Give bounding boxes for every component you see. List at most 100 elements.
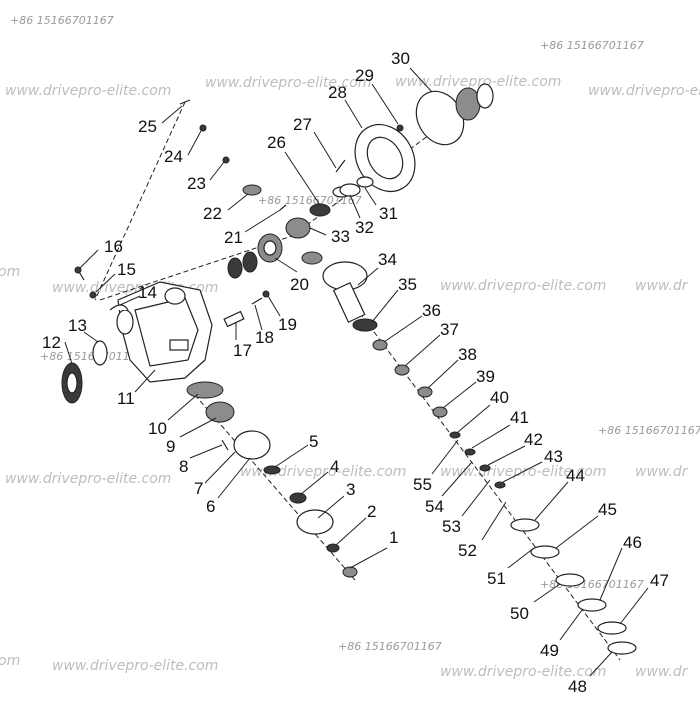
callout-42: 42 [524, 430, 543, 449]
leader-3 [317, 495, 345, 519]
leader-19 [267, 295, 281, 317]
leader-25 [161, 105, 183, 124]
callout-13: 13 [68, 316, 87, 335]
axis-pinion-stack [349, 299, 621, 661]
leader-46 [599, 547, 623, 601]
callout-52: 52 [458, 541, 477, 560]
bolt-25 [179, 99, 191, 105]
leader-44 [534, 481, 569, 521]
leader-15 [95, 273, 116, 293]
washer-5 [263, 465, 281, 475]
callout-46: 46 [623, 533, 642, 552]
ring-46 [577, 598, 607, 612]
leader-6 [217, 457, 251, 499]
leader-23 [209, 161, 225, 181]
bolt-27 [335, 159, 346, 173]
callout-5: 5 [309, 432, 318, 451]
shim-32 [339, 183, 361, 197]
watermark-url: www.drivepro-elite.com [5, 471, 171, 487]
leader-35 [371, 289, 399, 323]
leader-45 [555, 515, 599, 549]
callout-6: 6 [206, 497, 215, 516]
callout-11: 11 [117, 389, 135, 408]
callout-14: 14 [138, 283, 157, 302]
leader-36 [383, 315, 423, 343]
leader-34 [357, 267, 379, 286]
leader-55 [431, 439, 459, 475]
ring-45 [530, 545, 560, 559]
callout-39: 39 [476, 367, 495, 386]
pin-18 [251, 297, 263, 305]
callout-37: 37 [440, 320, 459, 339]
watermark-url: www.drivepro-elite.com [240, 464, 406, 480]
leader-13 [83, 331, 99, 343]
callout-3: 3 [346, 480, 355, 499]
leader-40 [457, 404, 491, 433]
callout-36: 36 [422, 301, 441, 320]
shim-42 [479, 464, 491, 472]
axle-housing [116, 281, 213, 383]
callout-23: 23 [187, 174, 206, 193]
bolt-head-16 [74, 266, 82, 274]
ring-cross-2 [242, 251, 258, 273]
pin-19 [262, 290, 270, 298]
flange-3 [296, 509, 334, 535]
leader-33 [309, 227, 327, 236]
shim-39 [432, 406, 448, 418]
callout-15: 15 [117, 260, 136, 279]
leader-22 [227, 193, 249, 211]
callout-9: 9 [166, 437, 175, 456]
callout-8: 8 [179, 457, 188, 476]
callout-33: 33 [331, 227, 350, 246]
callout-45: 45 [598, 500, 617, 519]
differential-carrier [285, 83, 494, 239]
callout-22: 22 [203, 204, 222, 223]
callout-28: 28 [328, 83, 347, 102]
callout-25: 25 [138, 117, 157, 136]
diff-ring-26 [309, 203, 331, 217]
callout-55: 55 [413, 475, 432, 494]
ring-cross-1 [227, 257, 243, 279]
watermark-url: www.drivepro-elite.com [52, 658, 218, 674]
side-cover [61, 340, 108, 404]
ring-50 [555, 573, 585, 587]
watermark-phone: +86 1516670116 [40, 350, 137, 363]
leader-53 [461, 479, 491, 517]
leader-31 [364, 187, 377, 206]
leader-52 [481, 501, 507, 541]
ring-gear-28-bore [366, 136, 404, 180]
yoke-6 [233, 430, 271, 460]
washer-23 [222, 156, 230, 164]
leader-12 [64, 341, 73, 365]
shim-41 [464, 448, 476, 456]
watermark-url: www.drivepro-elite.com [395, 74, 561, 90]
leader-28 [344, 99, 363, 129]
leader-8 [189, 444, 223, 459]
callout-7: 7 [194, 479, 203, 498]
callout-47: 47 [650, 571, 669, 590]
callout-17: 17 [233, 341, 252, 360]
leader-lines [64, 67, 649, 677]
watermark-url-partial: www.dr [635, 278, 689, 294]
diff-bearing [285, 217, 311, 239]
washer-4 [289, 492, 307, 504]
callout-44: 44 [566, 466, 585, 485]
leader-26 [284, 151, 321, 206]
leader-9 [179, 417, 217, 438]
nut-2 [326, 543, 340, 553]
callout-4: 4 [330, 457, 339, 476]
cross-stack [223, 204, 287, 328]
callout-29: 29 [355, 66, 374, 85]
leader-14 [119, 295, 141, 306]
leader-38 [427, 359, 459, 389]
pinion-bearing [301, 251, 323, 265]
bearing-20-bore [263, 240, 277, 256]
leader-49 [559, 609, 583, 641]
lower-flange-stack [186, 381, 358, 578]
watermark-phone: +86 15166701167 [598, 424, 700, 437]
callout-32: 32 [355, 218, 374, 237]
cover-gear-hub [66, 372, 78, 394]
callout-19: 19 [278, 315, 297, 334]
shim-38 [417, 386, 433, 398]
